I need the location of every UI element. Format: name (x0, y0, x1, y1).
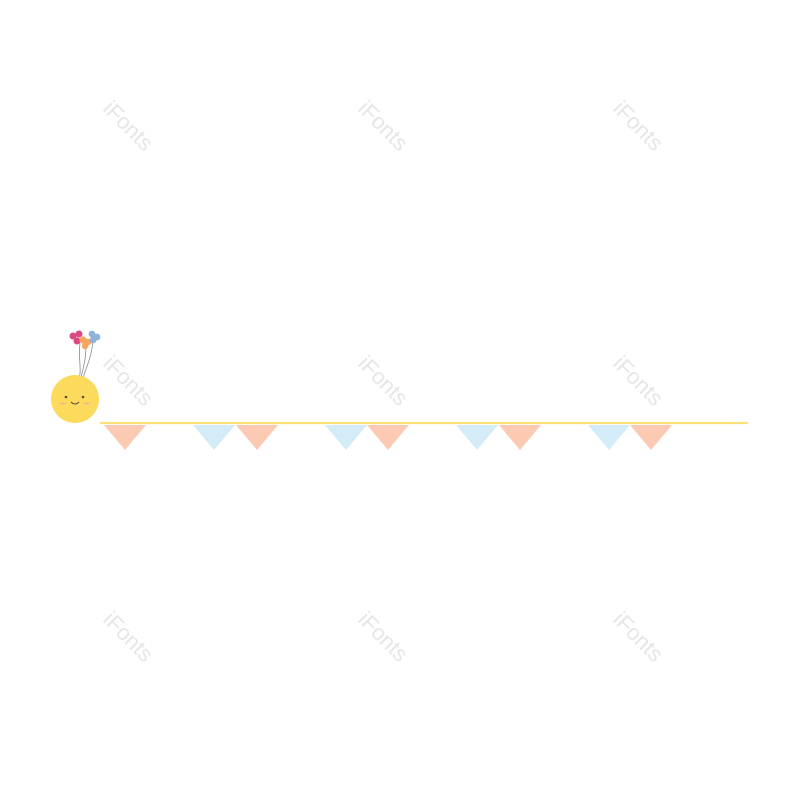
bunting-flag (588, 425, 630, 450)
bunting-banner (104, 425, 672, 450)
sun-body (51, 375, 99, 423)
balloon-string (82, 339, 94, 379)
sun-eye-right (81, 395, 85, 399)
sun-eye-left (64, 395, 68, 399)
sun-smile (70, 401, 80, 405)
bunting-flag (193, 425, 235, 450)
bunting-flag (236, 425, 278, 450)
balloon-orange-icon (79, 336, 92, 350)
bunting-flag (630, 425, 672, 450)
balloon-cluster-icon (69, 330, 101, 350)
balloon-string (80, 344, 87, 379)
sun-cheek-left (59, 402, 67, 405)
balloon-blue-icon (88, 330, 101, 344)
bunting-flag (456, 425, 498, 450)
bunting-flag (367, 425, 409, 450)
bunting-flag (325, 425, 367, 450)
bunting-flag (104, 425, 146, 450)
sun-face-icon (51, 375, 99, 423)
bunting-flag (499, 425, 541, 450)
balloon-string (78, 342, 81, 379)
sun-cheek-right (83, 402, 91, 405)
balloon-pink-icon (69, 330, 83, 345)
